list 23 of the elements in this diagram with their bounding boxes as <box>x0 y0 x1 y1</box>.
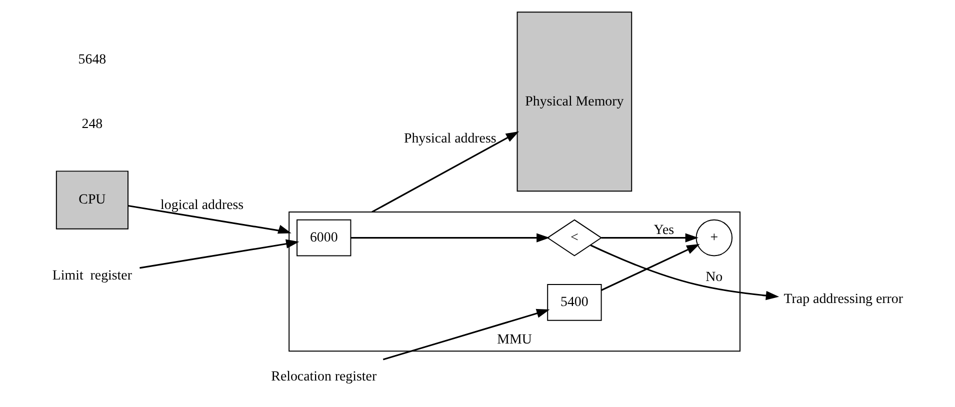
node-box: 5400 <box>547 284 602 321</box>
label: 5648 <box>78 52 106 68</box>
node-box: 6000 <box>296 219 352 256</box>
node-text: Relocation register <box>271 370 377 385</box>
edge-label: Yes <box>654 223 674 238</box>
arrow <box>601 233 698 242</box>
node-box: Physical Memory <box>516 12 632 192</box>
node-diamond: < <box>546 219 602 256</box>
edge-label: Physical address <box>404 132 496 147</box>
arrow <box>351 233 550 242</box>
arrow <box>128 204 292 234</box>
arrow <box>382 308 550 360</box>
node-text: Limit register <box>52 268 132 284</box>
node-text: Trap addressing error <box>784 292 904 308</box>
edge-label: logical address <box>160 198 244 214</box>
arrow <box>590 244 780 300</box>
label: 248 <box>82 117 103 132</box>
node-box: CPU <box>56 170 128 230</box>
arrow <box>140 239 300 269</box>
arrow <box>372 131 520 213</box>
edge-label: No <box>706 270 723 285</box>
node-circle: + <box>696 219 733 256</box>
arrow <box>601 244 700 291</box>
